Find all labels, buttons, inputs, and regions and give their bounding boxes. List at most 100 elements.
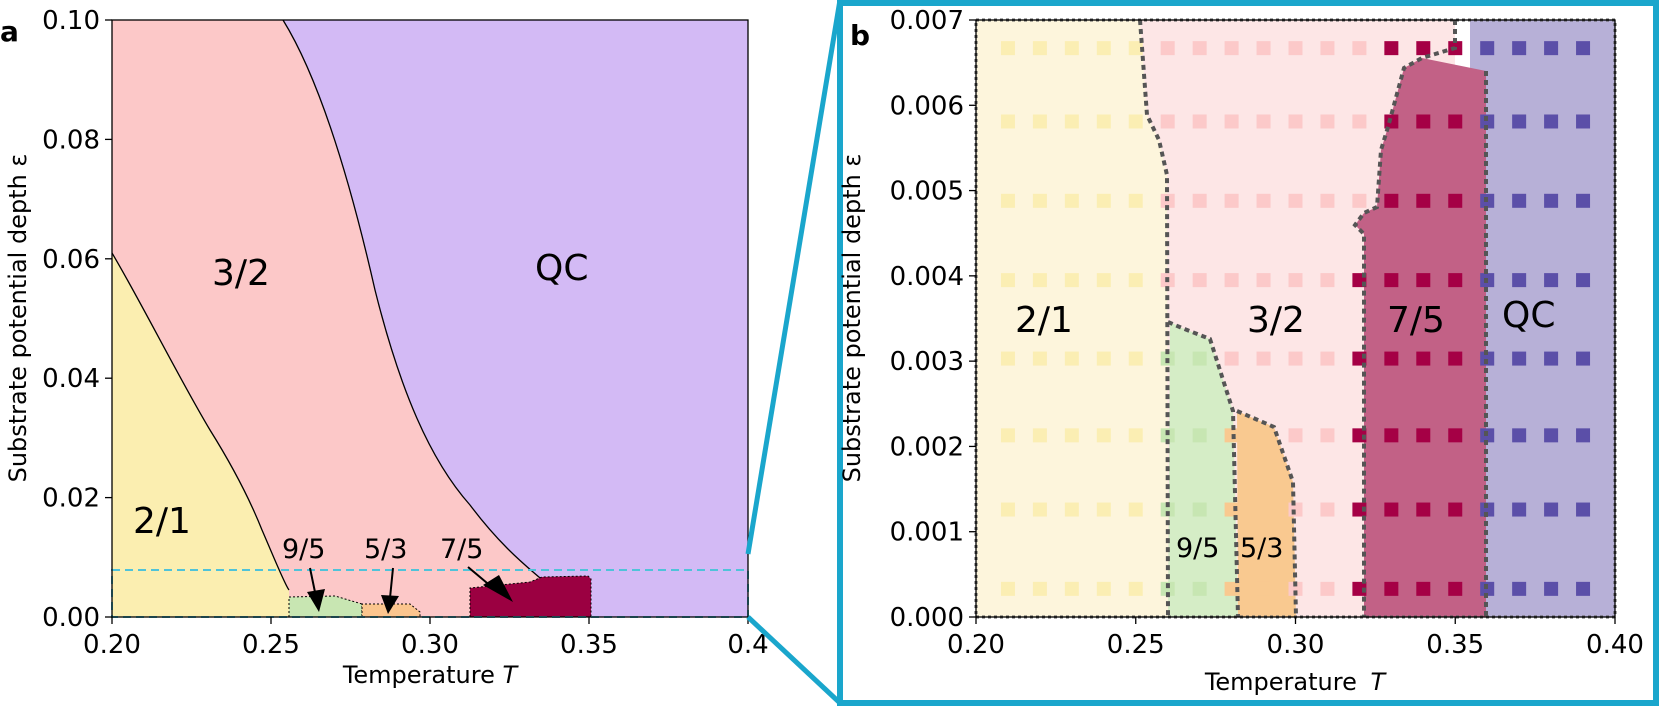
x-tick-label-b: 0.25: [1107, 630, 1165, 660]
marker-point: [1256, 351, 1271, 366]
marker-point: [1352, 502, 1367, 517]
marker-point: [1448, 114, 1463, 129]
x-tick-label-a: 0.4: [727, 630, 768, 660]
marker-point: [1096, 581, 1111, 596]
marker-point: [1064, 502, 1079, 517]
y-tick-label-b: 0.006: [890, 91, 964, 121]
marker-point: [1256, 193, 1271, 208]
marker-point: [1192, 502, 1207, 517]
marker-point: [1288, 273, 1303, 288]
marker-point: [1448, 428, 1463, 443]
x-tick-label-a: 0.30: [401, 630, 459, 660]
marker-point: [1448, 273, 1463, 288]
marker-point: [1320, 114, 1335, 129]
label-5-3-b: 5/3: [1240, 533, 1283, 564]
marker-point: [1512, 502, 1527, 517]
marker-point: [1320, 428, 1335, 443]
y-axis-label-a: Substrate potential depth ε: [4, 154, 32, 483]
marker-point: [1064, 351, 1079, 366]
marker-point: [1384, 502, 1399, 517]
panel-b-letter: b: [850, 19, 870, 52]
marker-point: [1096, 428, 1111, 443]
marker-point: [1224, 351, 1239, 366]
marker-point: [1544, 114, 1559, 129]
marker-point: [1480, 351, 1495, 366]
marker-point: [1576, 193, 1591, 208]
boundary-5-3-b: [1236, 409, 1298, 618]
marker-point: [1064, 193, 1079, 208]
marker-point: [1544, 193, 1559, 208]
label-3-2-a: 3/2: [212, 253, 270, 294]
marker-point: [1288, 114, 1303, 129]
marker-point: [1544, 581, 1559, 596]
marker-point: [1064, 428, 1079, 443]
marker-point: [1448, 351, 1463, 366]
y-tick-label-a: 0.02: [42, 484, 100, 514]
panel-a-regions: [111, 19, 749, 618]
marker-point: [1192, 273, 1207, 288]
label-3-2-b: 3/2: [1247, 300, 1305, 341]
marker-point: [1000, 351, 1015, 366]
marker-point: [1416, 581, 1431, 596]
marker-point: [1384, 273, 1399, 288]
arrowhead-9-5-a: [307, 589, 325, 612]
marker-point: [1448, 581, 1463, 596]
marker-point: [1000, 114, 1015, 129]
marker-point: [1352, 114, 1367, 129]
marker-point: [1448, 193, 1463, 208]
label-9-5-a: 9/5: [282, 534, 325, 565]
marker-point: [1256, 502, 1271, 517]
marker-point: [1576, 114, 1591, 129]
marker-point: [1256, 273, 1271, 288]
marker-point: [1544, 428, 1559, 443]
x-axis-symbol-b: T: [1371, 668, 1388, 696]
marker-point: [1480, 114, 1495, 129]
marker-point: [1000, 428, 1015, 443]
boundary-3-2-qc-a: [282, 19, 541, 579]
arrowhead-5-3-a: [381, 595, 399, 614]
marker-point: [1224, 41, 1239, 56]
annotation-arrows-a: [307, 566, 513, 614]
marker-point: [1576, 428, 1591, 443]
label-7-5-b: 7/5: [1387, 300, 1445, 341]
y-tick-label-a: 0.00: [42, 603, 100, 633]
label-qc-a: QC: [535, 248, 588, 289]
marker-point: [1256, 581, 1271, 596]
marker-point: [1544, 351, 1559, 366]
label-2-1-b: 2/1: [1015, 300, 1073, 341]
marker-point: [1320, 351, 1335, 366]
marker-point: [1416, 273, 1431, 288]
marker-point: [1416, 351, 1431, 366]
marker-point: [1032, 273, 1047, 288]
y-tick-label-b: 0.007: [890, 6, 964, 36]
marker-point: [1416, 41, 1431, 56]
y-axis-label-b: Substrate potential depth ε: [838, 154, 866, 483]
y-tick-label-b: 0.000: [890, 603, 964, 633]
y-tick-label-b: 0.002: [890, 432, 964, 462]
marker-point: [1096, 502, 1111, 517]
marker-point: [1288, 351, 1303, 366]
region-9-5-a: [288, 595, 363, 618]
marker-point: [1256, 41, 1271, 56]
boundary-2-1-b: [1138, 19, 1170, 618]
marker-point: [1576, 581, 1591, 596]
marker-point: [1416, 502, 1431, 517]
y-tick-label-a: 0.08: [42, 125, 100, 155]
label-7-5-a: 7/5: [440, 534, 483, 565]
y-tick-label-b: 0.004: [890, 262, 964, 292]
marker-point: [1544, 273, 1559, 288]
marker-point: [1224, 273, 1239, 288]
marker-point: [1128, 114, 1143, 129]
y-tick-label-b: 0.003: [890, 347, 964, 377]
marker-point: [1320, 193, 1335, 208]
marker-point: [1064, 581, 1079, 596]
marker-point: [1128, 428, 1143, 443]
marker-point: [1192, 114, 1207, 129]
marker-point: [1256, 114, 1271, 129]
x-tick-label-a: 0.20: [83, 630, 141, 660]
region-2-1-b: [976, 20, 1168, 617]
marker-point: [1192, 193, 1207, 208]
panel-b: b 2/1 3/2 7/5 QC 9/5: [838, 6, 1644, 696]
